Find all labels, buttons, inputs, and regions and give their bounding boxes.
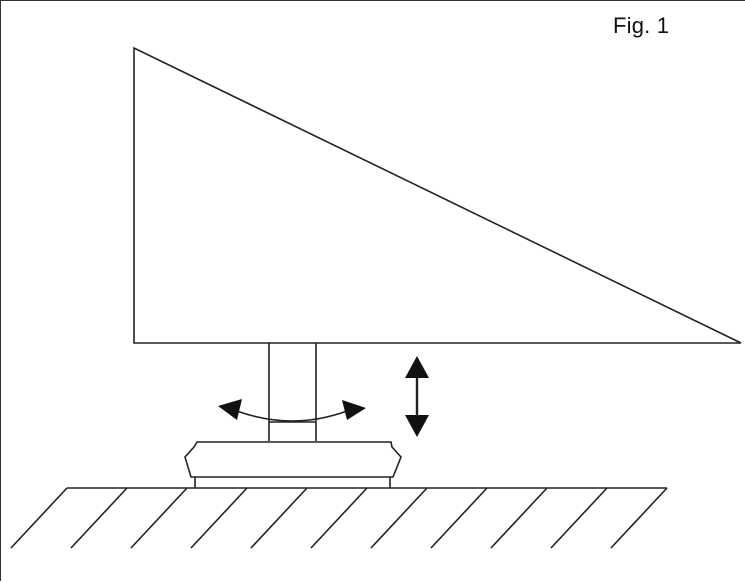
triangular-panel: [133, 46, 742, 344]
figure-label: Fig. 1: [613, 13, 670, 38]
hatch-line: [130, 487, 188, 549]
hatch-line: [310, 487, 368, 549]
hatch-line: [190, 487, 248, 549]
ground-hatching: [10, 487, 668, 549]
hatch-line: [490, 487, 548, 549]
hatch-line: [70, 487, 128, 549]
rotation-arrow-icon: [218, 399, 366, 422]
hatch-line: [10, 487, 68, 549]
hatch-line: [250, 487, 308, 549]
hatch-line: [370, 487, 428, 549]
ground-surface: [10, 487, 668, 549]
mounting-base: [184, 441, 402, 488]
support-post: [268, 343, 317, 441]
hatch-line: [610, 487, 668, 549]
hatch-line: [550, 487, 608, 549]
hatch-line: [430, 487, 488, 549]
height-adjust-arrow-icon: [405, 356, 429, 437]
